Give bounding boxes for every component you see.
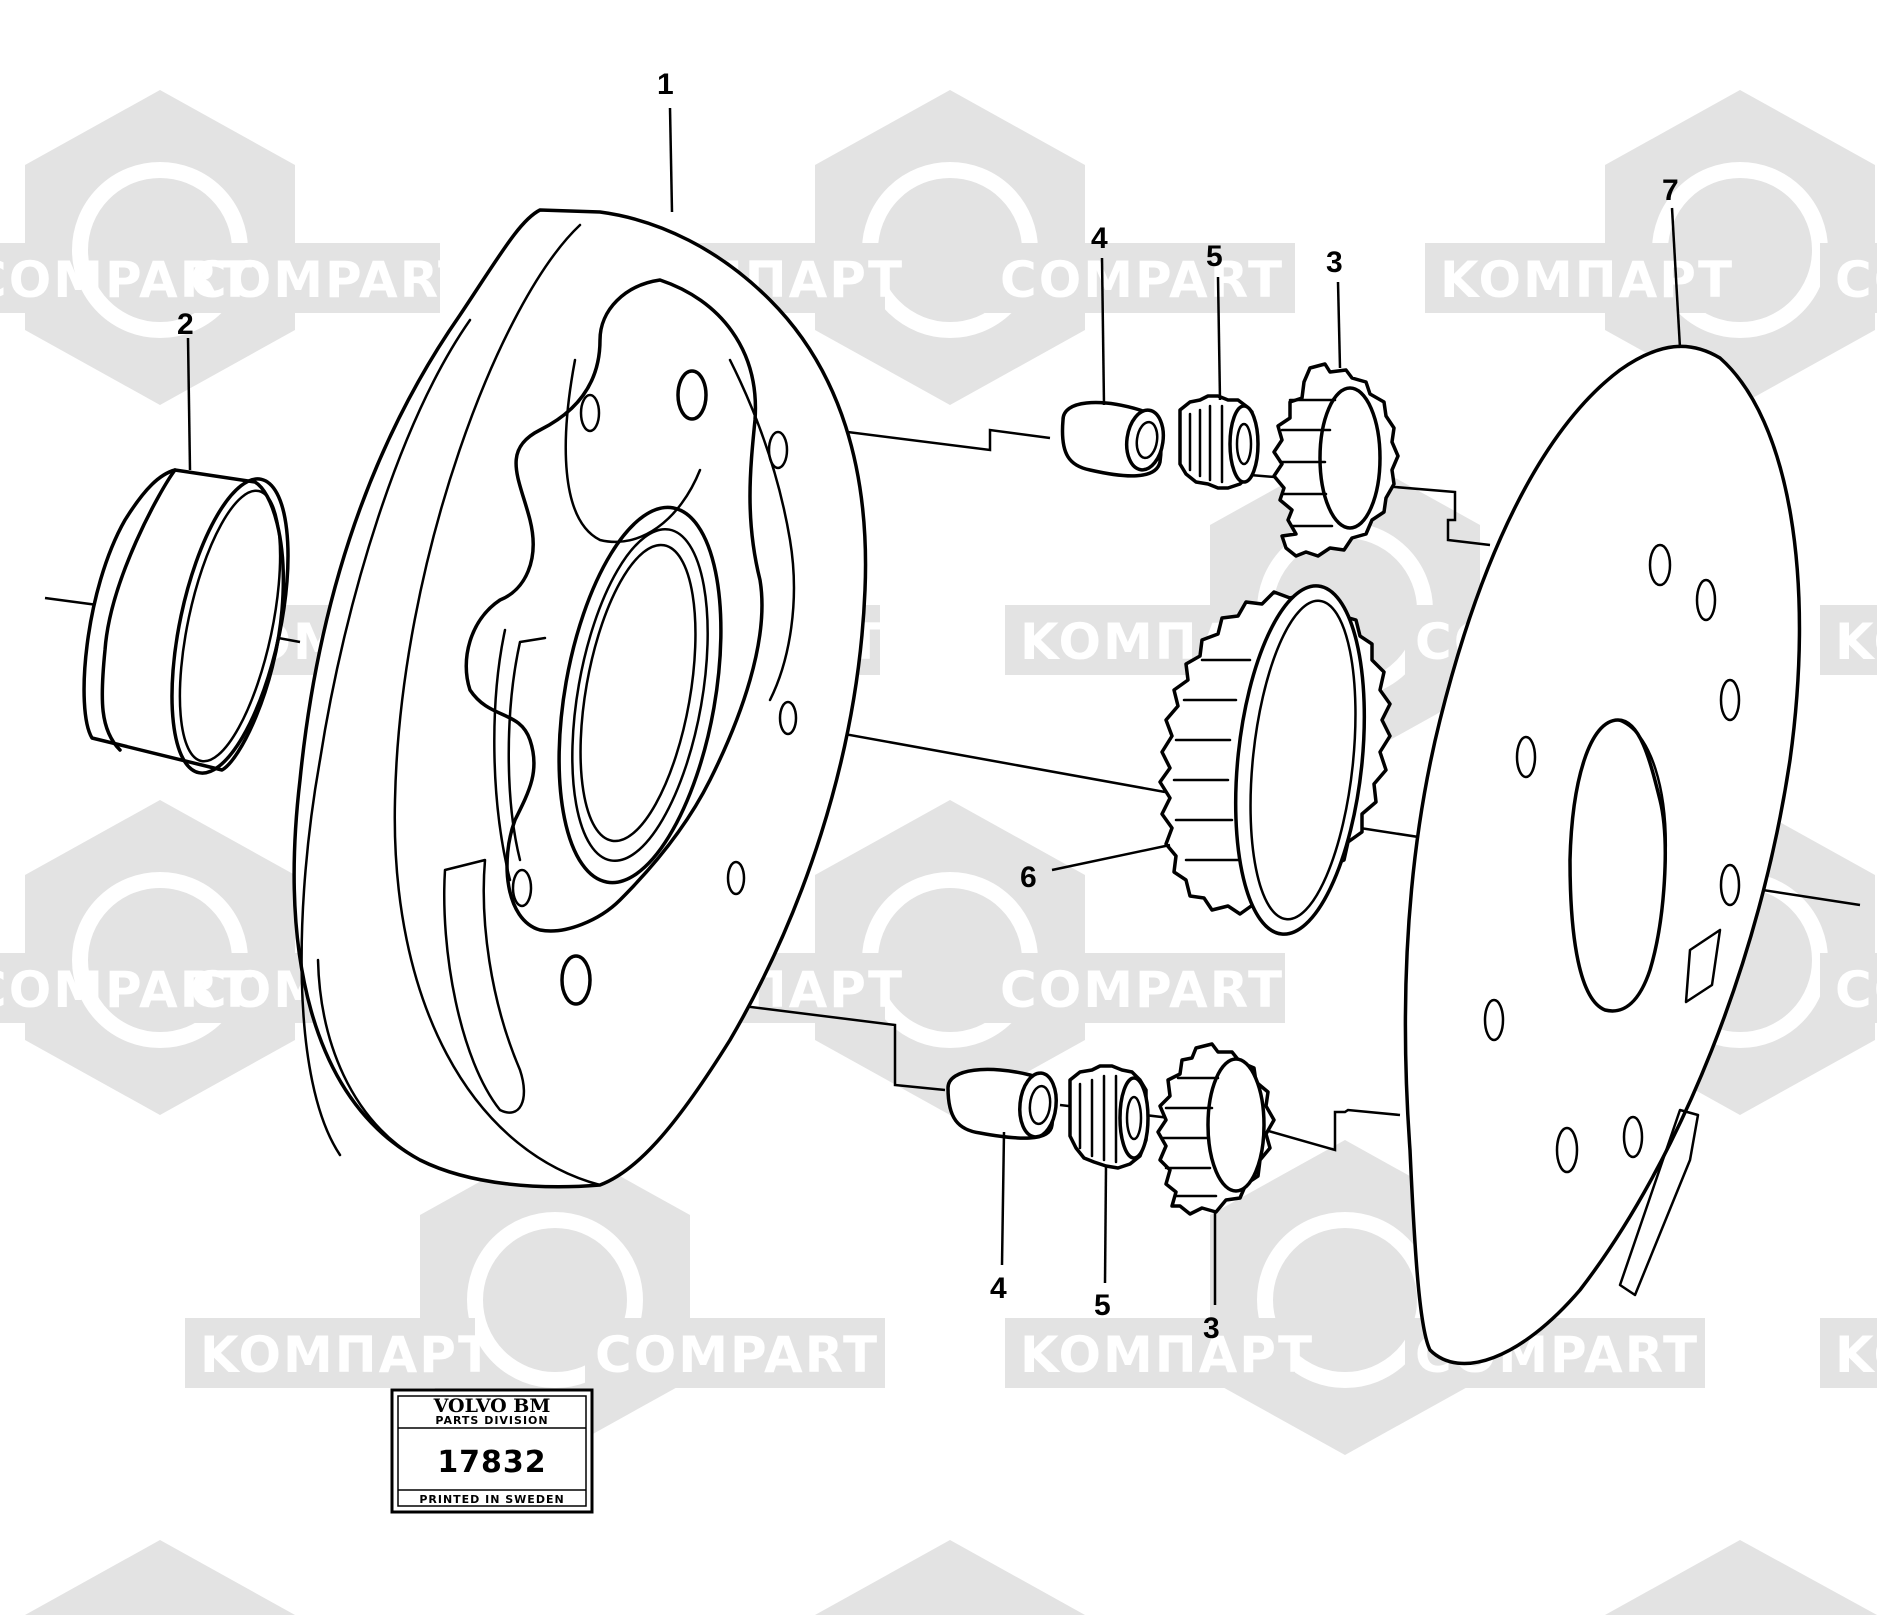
bushing-lower-part — [946, 1067, 1058, 1140]
watermark-text: COMPART — [190, 251, 474, 309]
planet-gear-upper-part — [1272, 362, 1400, 558]
callout-6: 6 — [1020, 861, 1037, 894]
bushing-upper-part — [1060, 400, 1166, 478]
callout-7: 7 — [1662, 174, 1679, 207]
watermark-text: COMPART — [595, 1326, 879, 1384]
watermark-text: COMPART — [0, 251, 254, 309]
watermark-text: COMPART — [1835, 961, 1877, 1019]
volvo-bm-stamp: VOLVO BM PARTS DIVISION 17832 PRINTED IN… — [390, 1388, 594, 1514]
seal-ring-part — [82, 468, 290, 775]
planet-gear-lower-part — [1156, 1042, 1276, 1216]
callout-3-bottom: 3 — [1203, 1312, 1220, 1345]
leader-lines — [186, 107, 1682, 1305]
stamp-division: PARTS DIVISION — [435, 1414, 548, 1427]
callout-2: 2 — [177, 308, 194, 341]
watermark-text: KOMПAPT — [1835, 613, 1877, 671]
callout-5-bottom: 5 — [1094, 1289, 1111, 1322]
watermark-text: KOMПAPT — [1020, 1326, 1314, 1384]
stamp-brand: VOLVO BM — [433, 1395, 551, 1417]
watermark-text: COMPART — [0, 961, 254, 1019]
watermark-text: COMPART — [1835, 251, 1877, 309]
callout-3-top: 3 — [1326, 246, 1343, 279]
pinion-upper-part — [1178, 394, 1260, 490]
callouts: 1 2 4 5 3 7 6 4 5 3 — [177, 68, 1679, 1345]
watermark-text: COMPART — [1000, 961, 1284, 1019]
callout-4-top: 4 — [1091, 222, 1108, 255]
cover-plate-part — [1403, 344, 1802, 1366]
pinion-lower-part — [1068, 1064, 1150, 1170]
callout-4-bottom: 4 — [990, 1272, 1007, 1305]
watermark-text: KOMПAPT — [1835, 1326, 1877, 1384]
watermark-text: COMPART — [1000, 251, 1284, 309]
large-gear-part — [1158, 584, 1392, 936]
callout-1: 1 — [657, 68, 674, 101]
stamp-footer: PRINTED IN SWEDEN — [419, 1493, 564, 1506]
callout-5-top: 5 — [1206, 240, 1223, 273]
watermark-text: KOMПAPT — [200, 1326, 494, 1384]
watermark-text: KOMПAPT — [1440, 251, 1734, 309]
planet-carrier-part — [292, 208, 868, 1189]
stamp-number: 17832 — [437, 1445, 546, 1480]
